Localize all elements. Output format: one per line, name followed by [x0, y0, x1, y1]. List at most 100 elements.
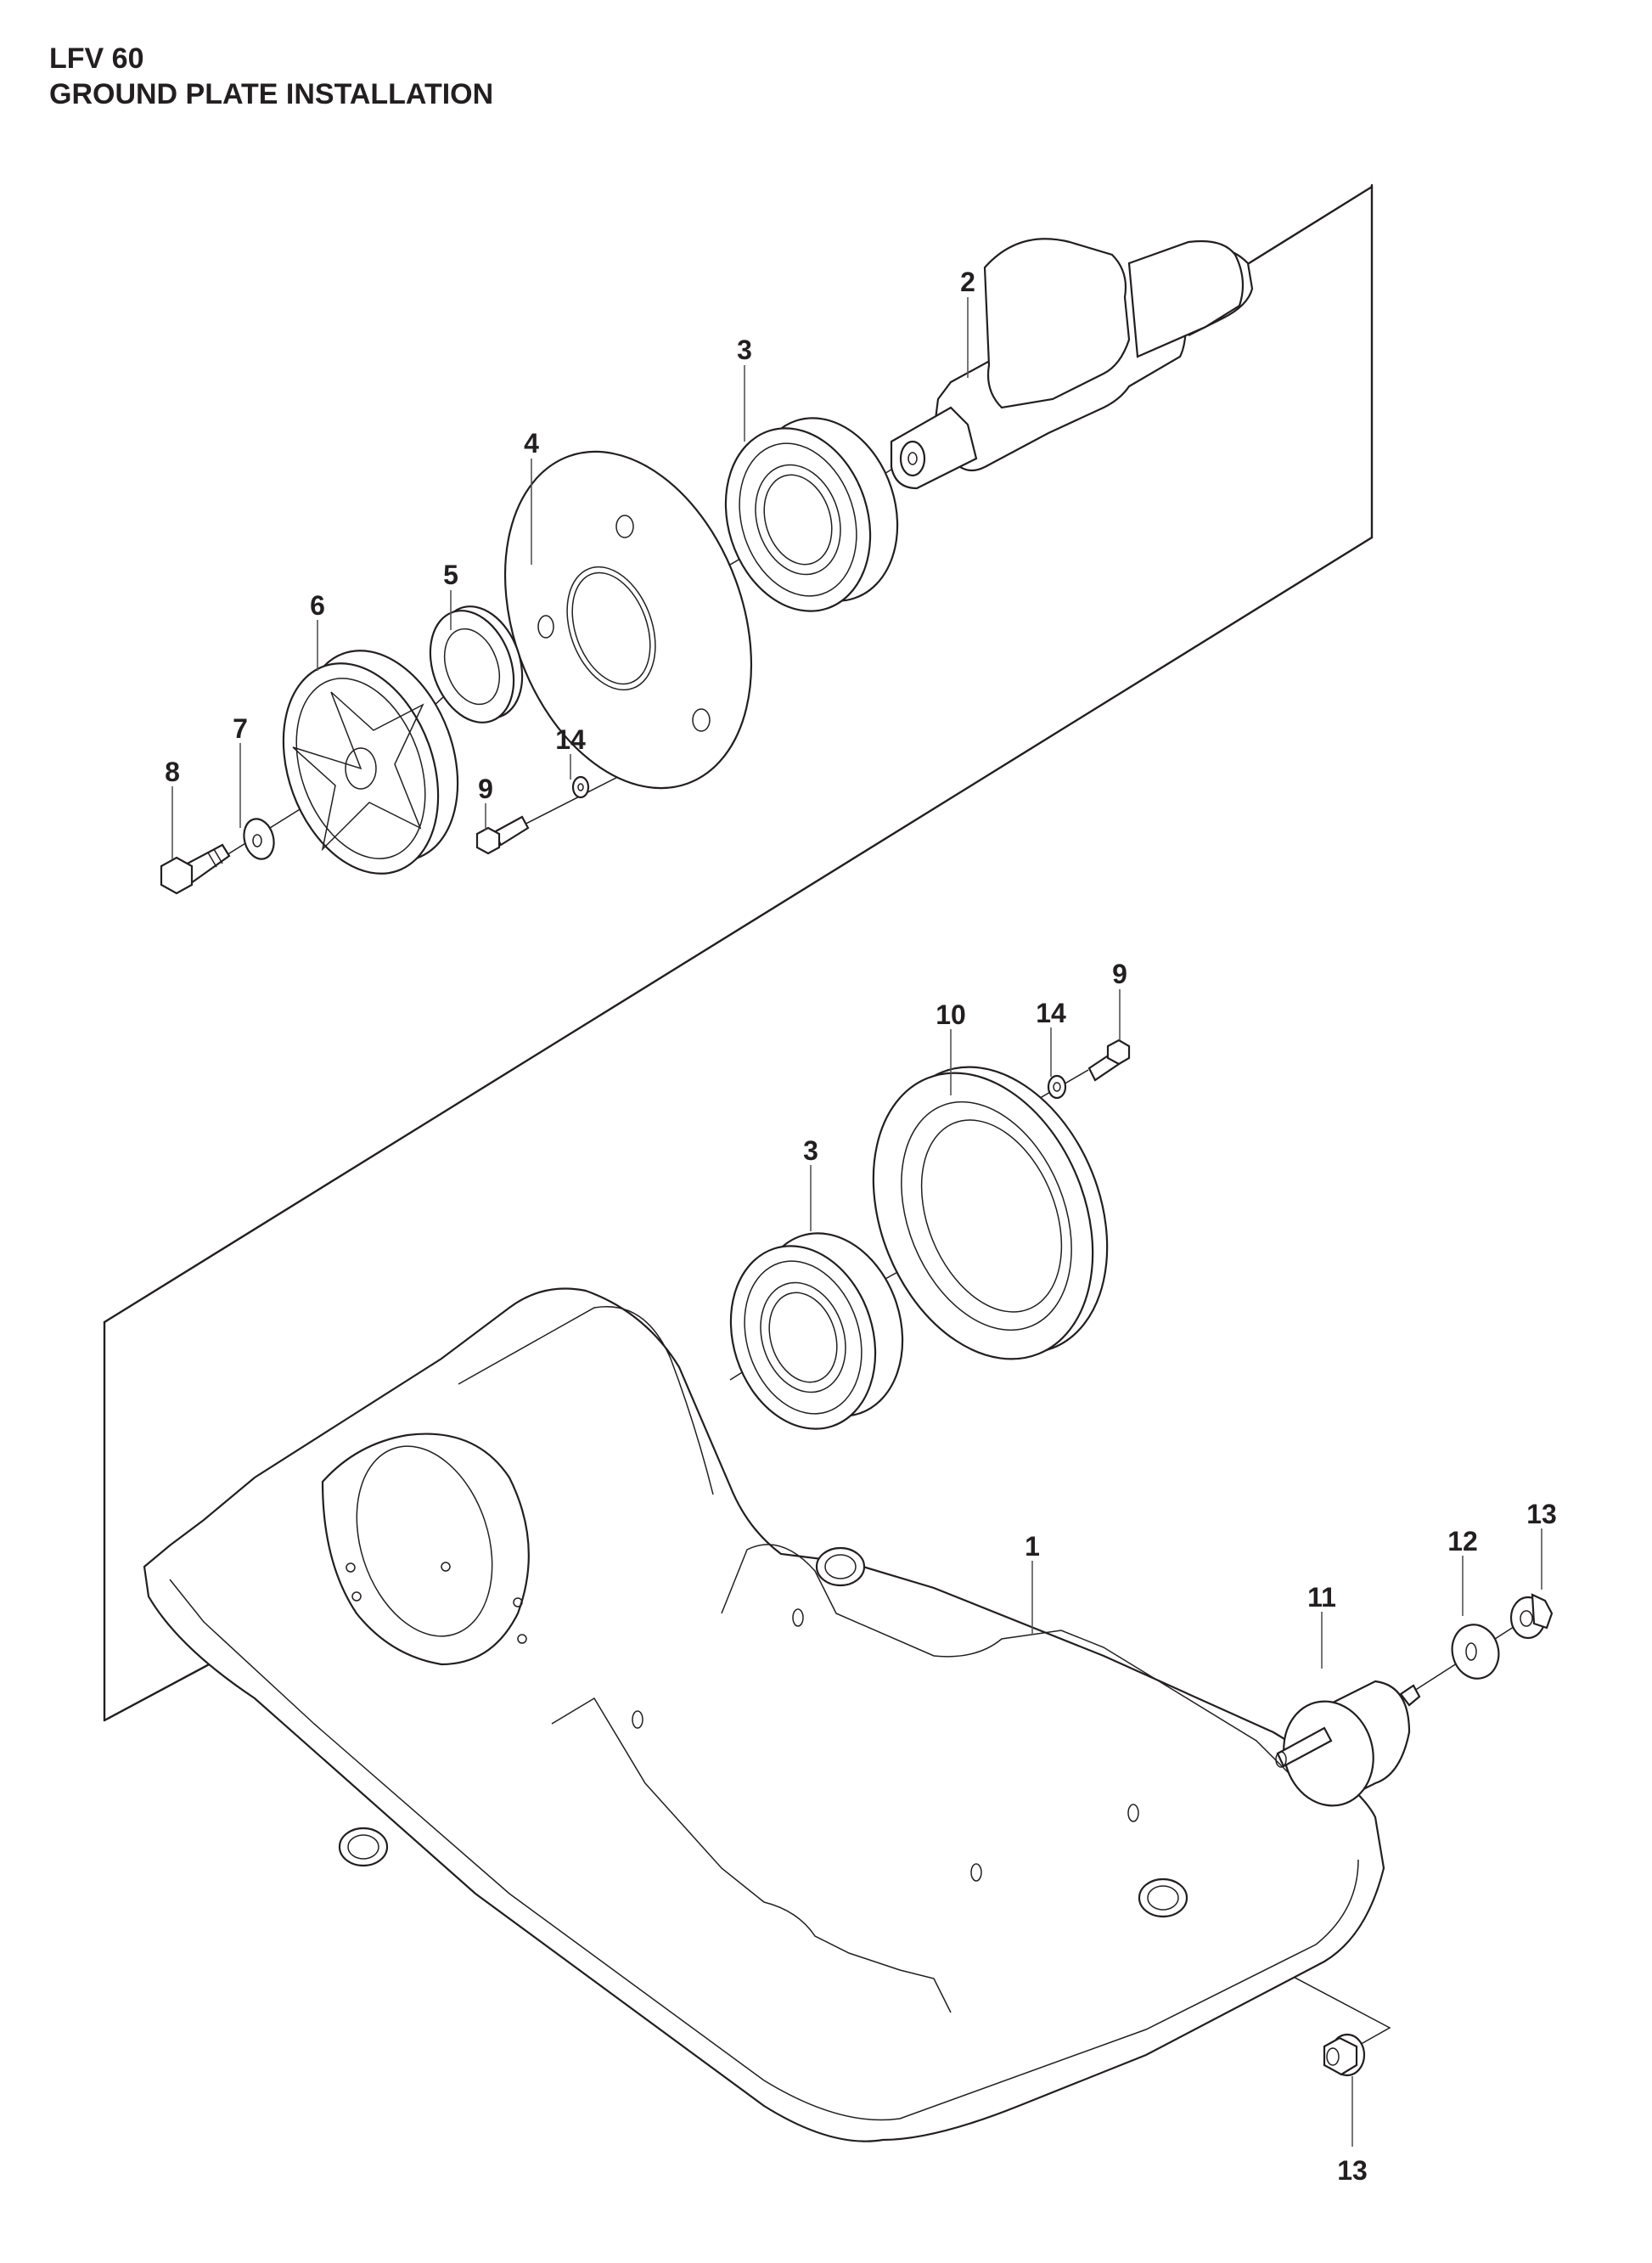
bearing-inner-race	[760, 1281, 846, 1393]
plate-mount-boss-inner	[347, 1834, 379, 1860]
part-bearing-upper[interactable]	[703, 399, 920, 630]
part-screw-upper[interactable]	[475, 815, 530, 855]
cover-bolt-hole	[692, 708, 711, 732]
crankshaft-counterweight	[983, 238, 1131, 409]
retainer-face	[872, 1072, 1094, 1360]
nut-hole	[1326, 2047, 1340, 2066]
callout-7: 7	[233, 713, 248, 744]
bearing-cage	[744, 1260, 863, 1415]
callout-12: 12	[1447, 1526, 1478, 1557]
callout-5: 5	[443, 560, 458, 590]
part-washer-large[interactable]	[1447, 1619, 1505, 1684]
nut-hex	[1531, 1593, 1554, 1630]
title-block: LFV 60 GROUND PLATE INSTALLATION	[49, 41, 493, 112]
flange-hole	[351, 1591, 362, 1602]
buffer-stud-front	[1276, 1726, 1333, 1768]
part-flange-bolt[interactable]	[160, 843, 231, 895]
retainer-bore	[920, 1119, 1063, 1313]
plate-pin-hole	[970, 1863, 982, 1882]
nut-hole	[1520, 1610, 1533, 1627]
cover-bolt-hole	[615, 515, 634, 538]
model-name: LFV 60	[49, 42, 144, 75]
plate-mount-boss-inner	[824, 1554, 857, 1579]
callout-4: 4	[524, 428, 539, 459]
plate-rib-lower	[551, 1697, 952, 2013]
plate-inner-rim	[169, 1579, 1359, 2121]
bolt-head	[160, 856, 194, 895]
frame-diagonal	[103, 536, 1374, 1324]
part-nut-upper[interactable]	[1509, 1593, 1554, 1640]
part-lock-washer-upper[interactable]	[571, 775, 590, 799]
washer-hole	[252, 834, 262, 847]
page-title: GROUND PLATE INSTALLATION	[49, 78, 494, 110]
lock-washer-body	[571, 775, 590, 799]
lock-washer-body	[1047, 1074, 1067, 1100]
part-pulley[interactable]	[256, 629, 485, 896]
callout-14: 14	[1036, 998, 1066, 1028]
bolt-thread	[207, 852, 217, 868]
screw-head	[1106, 1039, 1131, 1066]
bolt-thread	[213, 848, 223, 864]
pulley-hub	[345, 747, 377, 790]
plate-mount-boss	[338, 1827, 389, 1867]
callout-2: 2	[960, 267, 975, 297]
part-crankshaft[interactable]	[890, 238, 1254, 490]
eccentric-housing-flange	[321, 1433, 530, 1666]
callout-14: 14	[555, 724, 586, 755]
washer-hole	[1465, 1642, 1477, 1661]
bearing-inner-race	[755, 464, 841, 576]
callout-13: 13	[1337, 2155, 1368, 2186]
washer-body	[243, 818, 275, 860]
plate-rib	[721, 1544, 1300, 1784]
bearing-bore	[763, 474, 833, 566]
screw-head	[475, 826, 501, 855]
callout-9: 9	[478, 774, 493, 804]
flange-hole	[513, 1597, 523, 1607]
pulley-spokes	[292, 691, 424, 852]
washer-body	[1451, 1624, 1500, 1680]
bearing-outer-face	[729, 1245, 877, 1430]
lock-washer-hole	[577, 783, 584, 791]
part-seal-ring[interactable]	[416, 594, 537, 734]
part-ground-plate[interactable]	[143, 1287, 1385, 2142]
part-screw-lower[interactable]	[1087, 1039, 1131, 1082]
cover-bolt-hole	[537, 615, 554, 639]
part-bearing-retainer[interactable]	[833, 1034, 1148, 1392]
plate-outline	[143, 1287, 1385, 2142]
plate-mount-boss	[1138, 1877, 1188, 1918]
bearing-cage	[739, 442, 857, 597]
plate-pin-hole	[1127, 1804, 1139, 1822]
flange-hole	[346, 1562, 356, 1573]
leader-lines	[171, 297, 1542, 2147]
frame-top-axis	[1245, 185, 1374, 267]
callout-10: 10	[936, 999, 966, 1030]
buffer-stud-rear	[1399, 1684, 1421, 1707]
callout-8: 8	[165, 757, 180, 787]
crankshaft-journal	[1127, 239, 1245, 358]
flange-hole	[441, 1562, 451, 1572]
callout-3: 3	[737, 335, 752, 365]
plate-mount-boss	[815, 1546, 866, 1587]
flange-hole	[517, 1634, 527, 1644]
housing-dome	[458, 1306, 714, 1495]
callout-1: 1	[1025, 1531, 1040, 1562]
bearing-bore	[768, 1292, 838, 1383]
lock-washer-hole	[1053, 1082, 1061, 1092]
callout-labels: 2 3 4 5 6 7 8 9 14 10 14 9 3 1 11 12 13 …	[165, 267, 1557, 2186]
callout-9: 9	[1112, 959, 1127, 989]
plate-mount-boss-inner	[1147, 1885, 1179, 1911]
callout-6: 6	[310, 590, 325, 621]
cover-center-hole	[566, 566, 656, 691]
part-bearing-lower[interactable]	[708, 1214, 925, 1448]
crankshaft-bore	[907, 452, 918, 465]
callout-13: 13	[1526, 1499, 1557, 1529]
part-washer[interactable]	[239, 815, 278, 862]
callout-11: 11	[1307, 1582, 1336, 1613]
cover-center-ring	[571, 571, 651, 685]
part-rubber-buffer[interactable]	[1273, 1680, 1421, 1815]
part-nut-lower[interactable]	[1323, 2033, 1366, 2077]
seal-face	[429, 610, 515, 723]
eccentric-housing-bore	[356, 1445, 493, 1637]
part-lock-washer-lower[interactable]	[1047, 1074, 1067, 1100]
